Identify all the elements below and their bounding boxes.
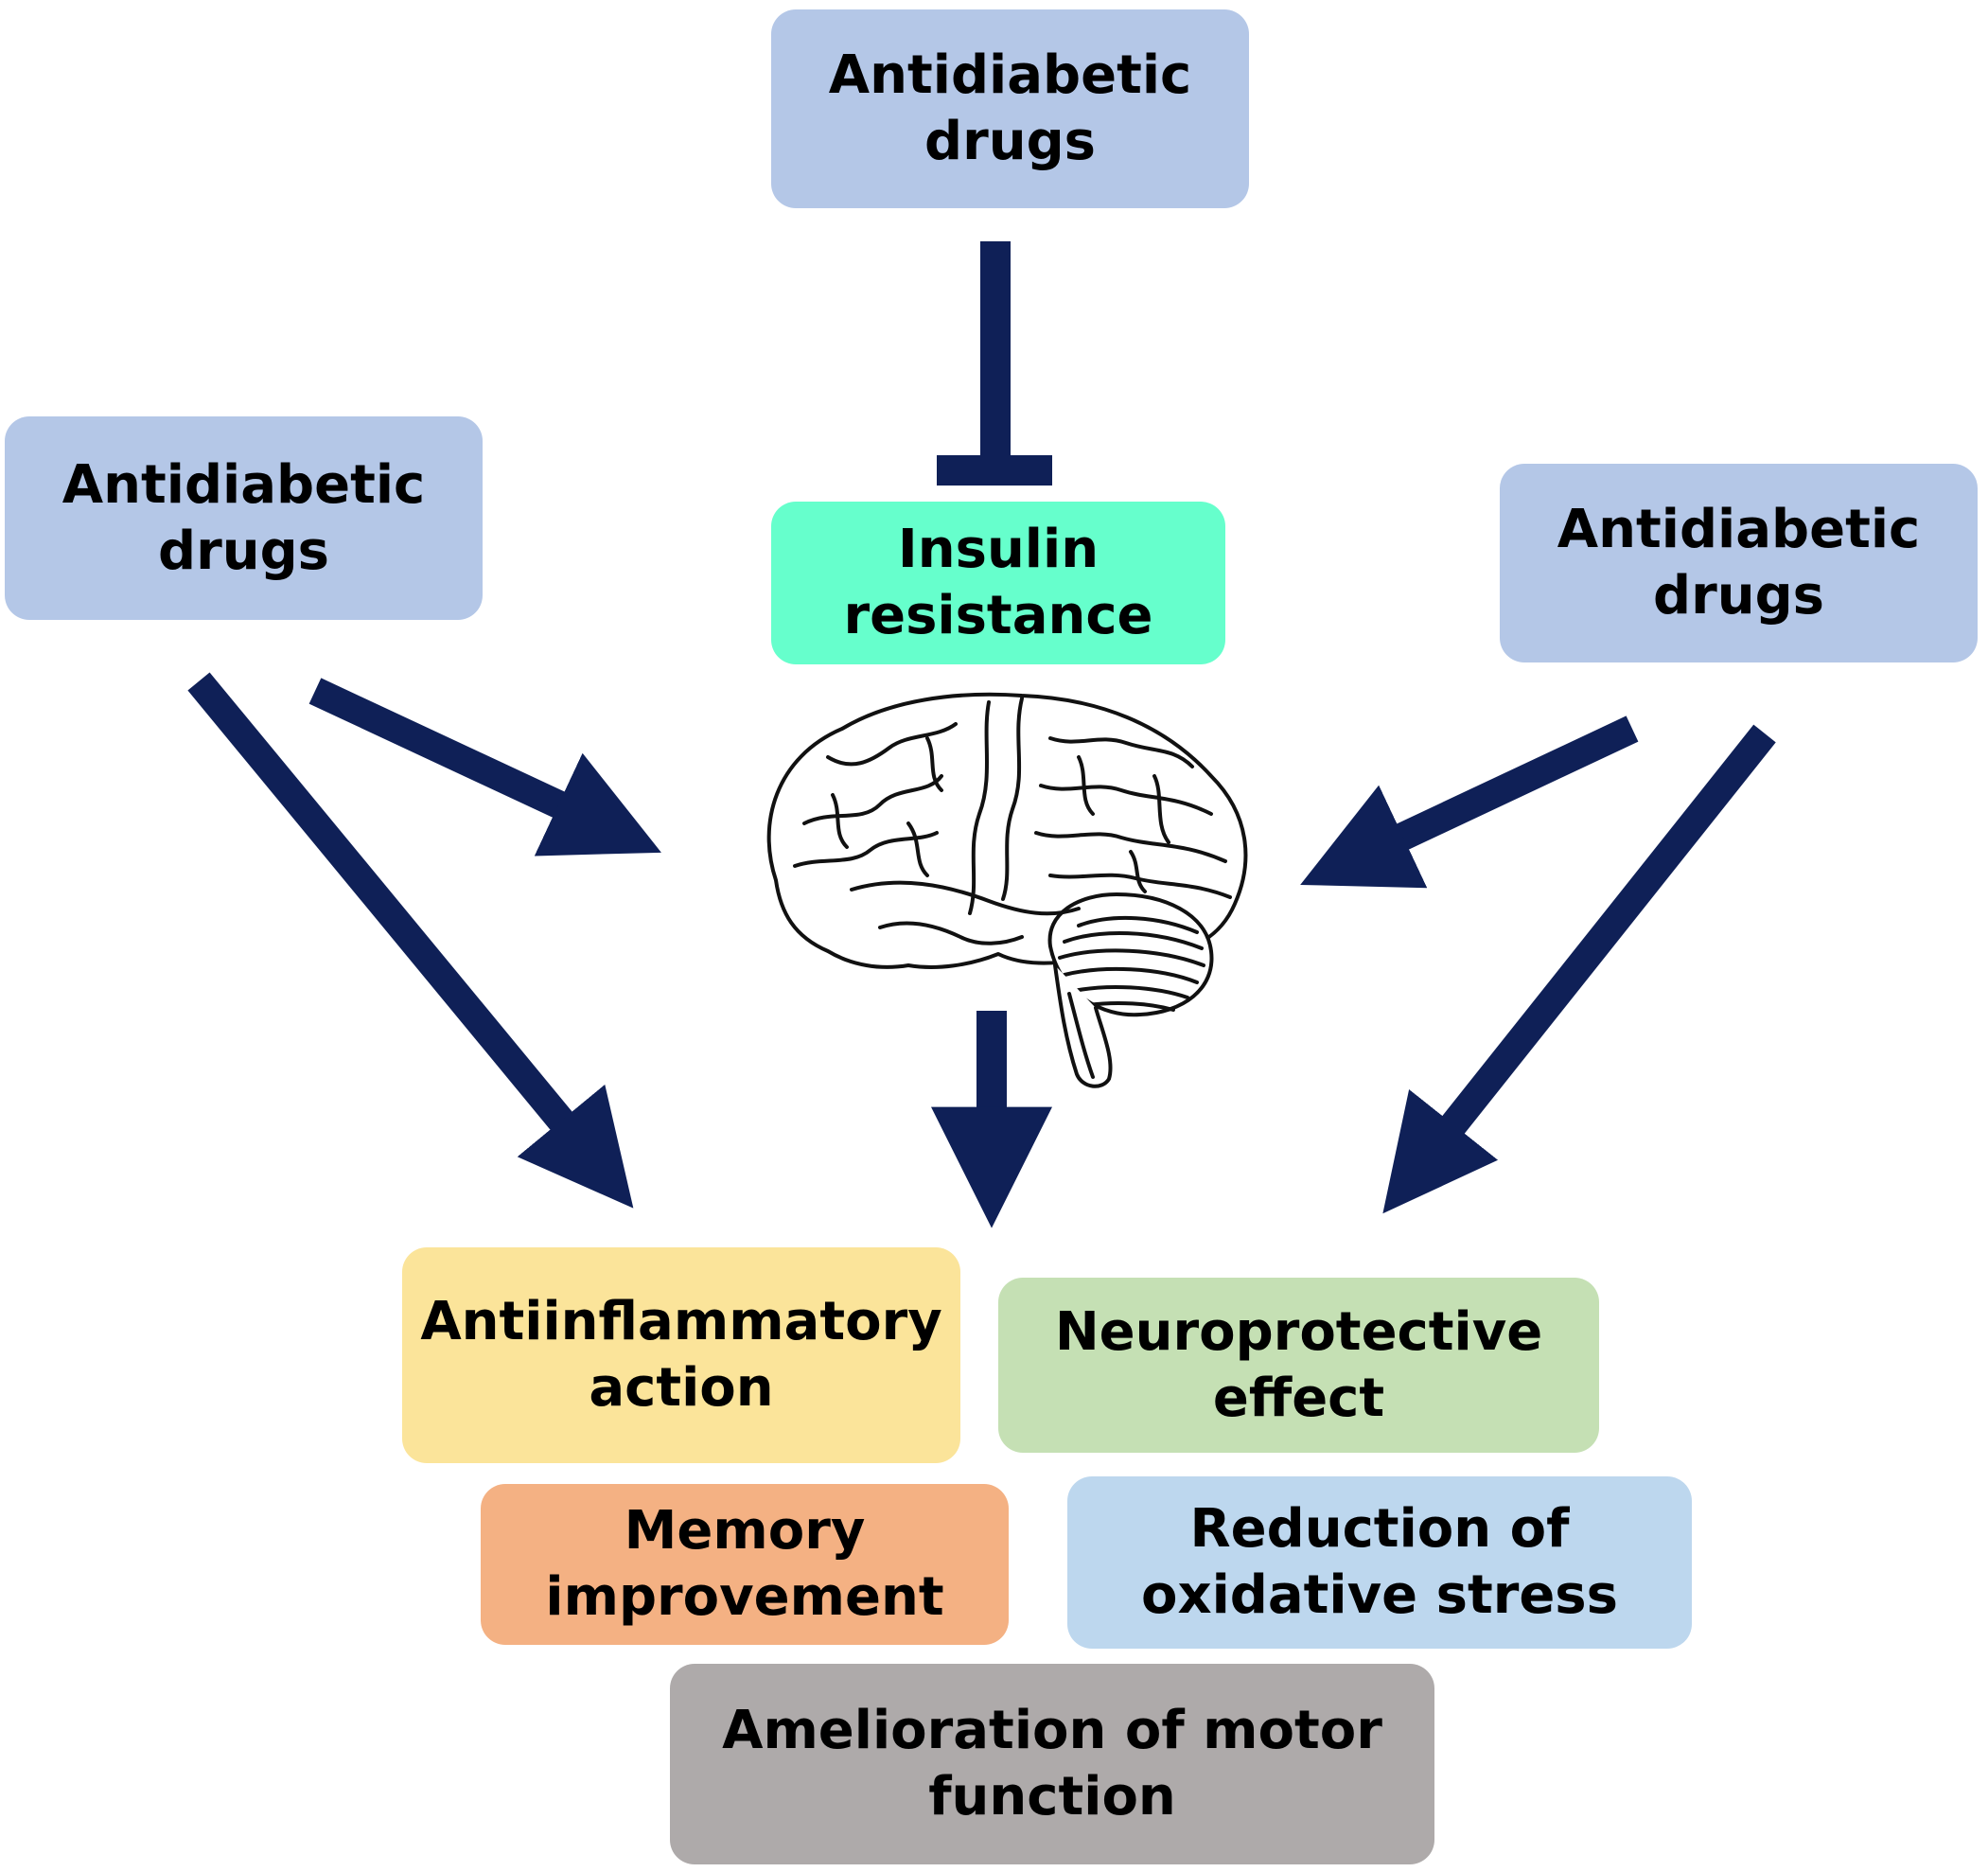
motor-function-box: Amelioration of motor function [670,1664,1434,1864]
arrow-left-drugs-to-brain [308,678,661,857]
neuroprotective-line-1: Neuroprotective [1054,1300,1543,1363]
memory-box: Memory improvement [481,1484,1009,1645]
drugs-right-line-2: drugs [1653,565,1824,627]
drugs-top-line-2: drugs [924,111,1096,172]
drugs-left-box: Antidiabetic drugs [5,416,483,620]
arrow-right-drugs-to-outcomes [1382,724,1776,1214]
drugs-left-line-1: Antidiabetic [62,453,426,516]
motor-line-1: Amelioration of motor [722,1700,1382,1761]
antiinflammatory-box: Antiinflammatory action [402,1247,960,1463]
insulin-resistance-line-1: Insulin [897,519,1100,580]
drugs-top-box: Antidiabetic drugs [771,9,1249,208]
memory-line-1: Memory [624,1500,866,1562]
drugs-top-line-1: Antidiabetic [828,44,1192,106]
neuroprotective-line-2: effect [1212,1367,1385,1429]
antiinflammatory-line-1: Antiinflammatory [420,1291,942,1352]
oxidative-line-2: oxidative stress [1141,1564,1618,1626]
antiinflammatory-line-2: action [589,1357,774,1419]
arrow-right-drugs-to-brain [1300,715,1639,889]
brain-icon [766,692,1248,1088]
motor-line-2: function [928,1766,1176,1828]
neuroprotective-box: Neuroprotective effect [998,1278,1599,1453]
arrow-left-drugs-to-outcomes [187,672,634,1209]
drugs-right-line-1: Antidiabetic [1557,499,1921,560]
oxidative-line-1: Reduction of [1189,1498,1570,1560]
insulin-resistance-box: Insulin resistance [771,502,1225,664]
memory-line-2: improvement [545,1566,944,1628]
insulin-resistance-line-2: resistance [843,585,1153,646]
drugs-right-box: Antidiabetic drugs [1500,464,1978,662]
drugs-left-line-2: drugs [158,520,329,582]
oxidative-stress-box: Reduction of oxidative stress [1067,1476,1692,1649]
